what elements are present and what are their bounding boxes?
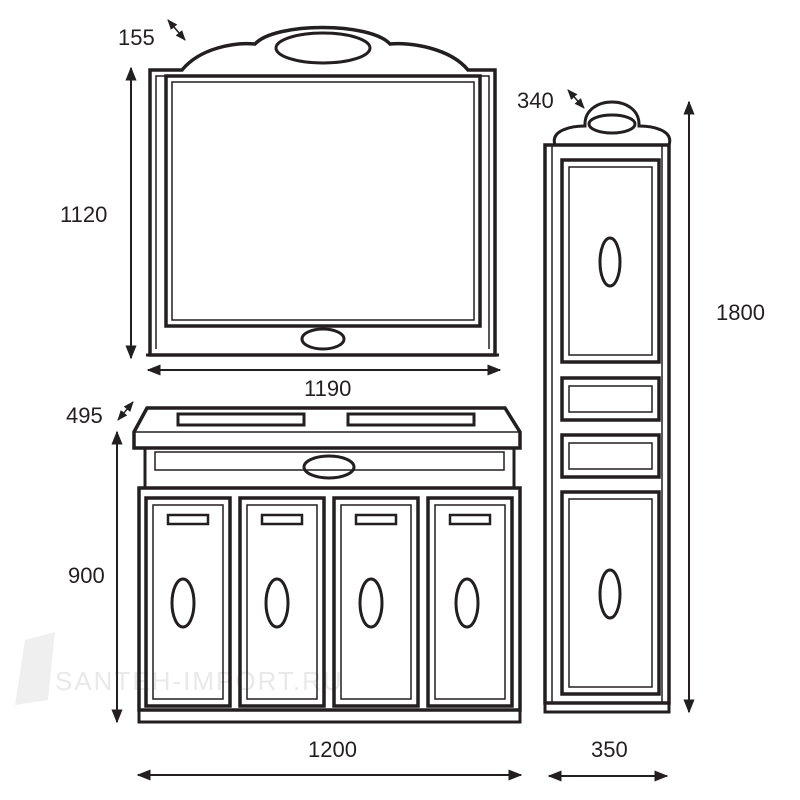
vanity-depth-dimension: 495 <box>66 401 134 428</box>
vanity-door-1 <box>144 496 232 708</box>
vanity-height-dimension: 900 <box>68 430 123 724</box>
vanity-unit <box>132 406 522 724</box>
cabinet-height-label: 1800 <box>716 300 765 325</box>
vanity-width-dimension: 1200 <box>136 737 523 781</box>
mirror-height-dimension: 1120 <box>60 66 137 360</box>
cabinet-depth-dimension: 340 <box>517 88 585 113</box>
mirror-depth-dimension: 155 <box>118 19 186 50</box>
watermark-text: SANTEH-IMPORT.RU <box>55 666 344 696</box>
mirror-height-label: 1120 <box>60 202 107 227</box>
tall-cabinet <box>543 100 672 714</box>
mirror <box>146 25 499 357</box>
cabinet-width-label: 350 <box>591 737 628 762</box>
vanity-height-label: 900 <box>68 563 105 588</box>
watermark: SANTEH-IMPORT.RU <box>15 632 344 705</box>
cabinet-width-dimension: 350 <box>547 737 669 782</box>
cabinet-depth-label: 340 <box>517 88 554 113</box>
vanity-depth-label: 495 <box>66 403 103 428</box>
mirror-depth-label: 155 <box>118 25 155 50</box>
mirror-width-dimension: 1190 <box>146 364 502 401</box>
vanity-width-label: 1200 <box>308 737 357 762</box>
vanity-door-4 <box>426 496 514 708</box>
vanity-door-3 <box>332 496 420 708</box>
vanity-door-2 <box>238 496 326 708</box>
cabinet-height-dimension: 1800 <box>683 100 765 714</box>
mirror-width-label: 1190 <box>304 376 351 401</box>
